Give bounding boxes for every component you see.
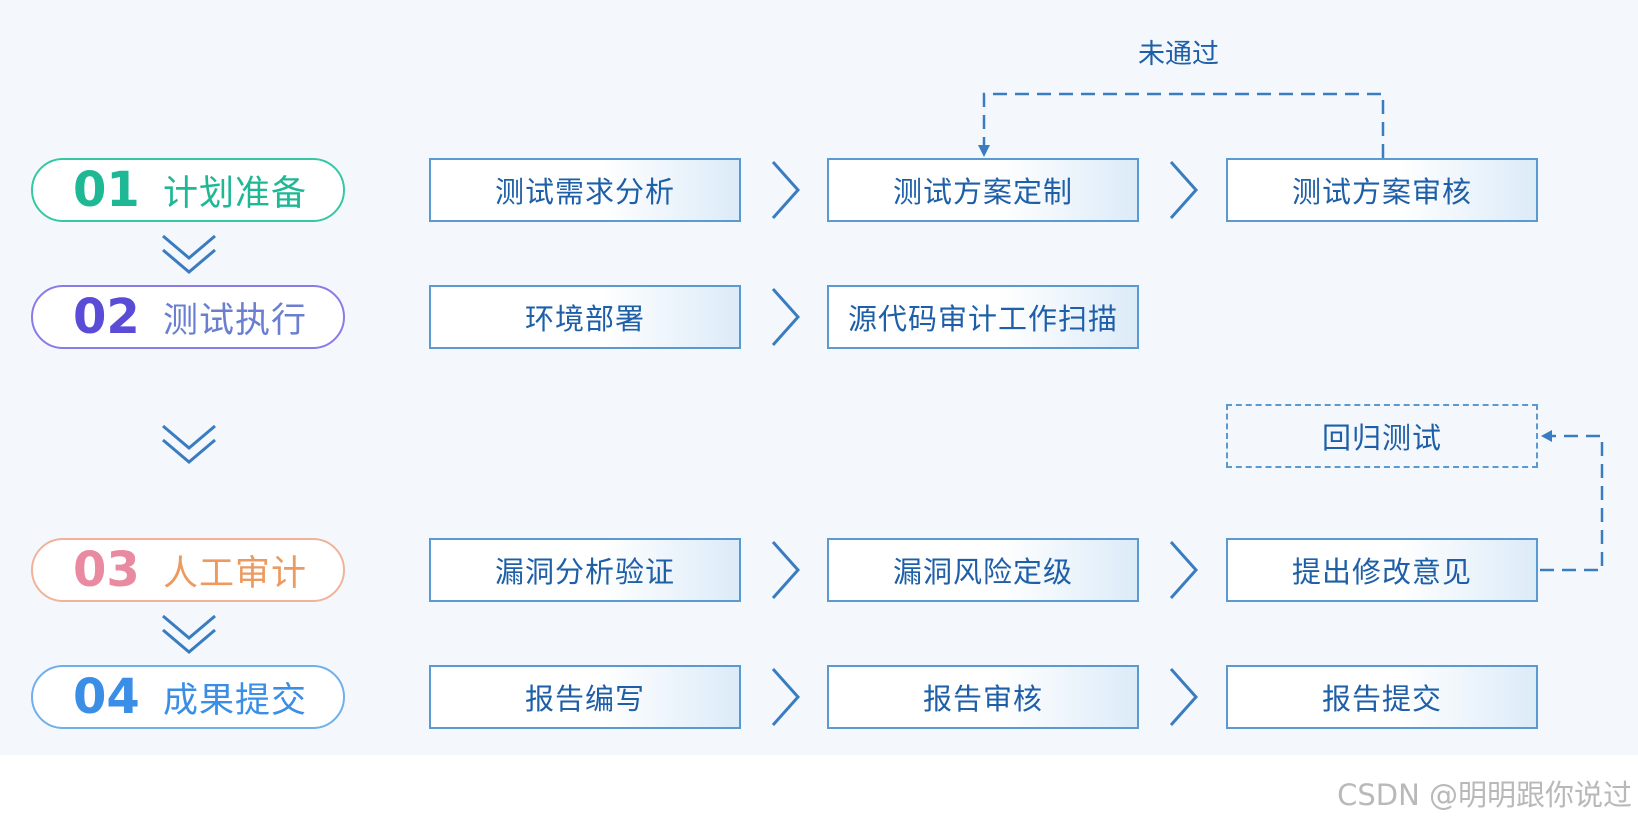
phase-name: 计划准备: [163, 173, 308, 214]
step-box: 报告提交: [1226, 665, 1538, 729]
arrow-left-icon: [1541, 430, 1552, 442]
step-box: 测试需求分析: [429, 158, 741, 222]
diagram-background: [0, 0, 1638, 755]
regression-test-box: 回归测试: [1226, 404, 1538, 468]
regression-loop-line: [1540, 434, 1604, 572]
chevron-right-icon: [771, 668, 801, 726]
chevron-right-icon: [1169, 541, 1199, 599]
step-box: 源代码审计工作扫描: [827, 285, 1139, 349]
chevron-right-icon: [771, 161, 801, 219]
phase-name: 测试执行: [163, 300, 308, 341]
double-chevron-down-icon: [162, 614, 216, 654]
step-box: 报告编写: [429, 665, 741, 729]
phase-pill-03: 03 人工审计: [31, 538, 345, 602]
phase-pill-02: 02 测试执行: [31, 285, 345, 349]
phase-pill-04: 04 成果提交: [31, 665, 345, 729]
step-box: 测试方案审核: [1226, 158, 1538, 222]
not-passed-loop-line: [982, 92, 1385, 158]
watermark: CSDN @明明跟你说过: [1337, 778, 1632, 812]
step-box: 报告审核: [827, 665, 1139, 729]
step-box: 环境部署: [429, 285, 741, 349]
chevron-right-icon: [771, 288, 801, 346]
phase-number: 04: [73, 669, 140, 725]
step-box: 漏洞分析验证: [429, 538, 741, 602]
phase-name: 成果提交: [163, 680, 308, 721]
step-box: 提出修改意见: [1226, 538, 1538, 602]
step-box: 漏洞风险定级: [827, 538, 1139, 602]
chevron-right-icon: [1169, 161, 1199, 219]
phase-pill-01: 01 计划准备: [31, 158, 345, 222]
step-box: 测试方案定制: [827, 158, 1139, 222]
double-chevron-down-icon: [162, 234, 216, 274]
arrow-down-icon: [978, 145, 990, 157]
phase-name: 人工审计: [163, 553, 308, 594]
phase-number: 02: [73, 289, 140, 345]
chevron-right-icon: [771, 541, 801, 599]
phase-number: 01: [73, 162, 140, 218]
double-chevron-down-icon: [162, 424, 216, 464]
phase-number: 03: [73, 542, 140, 598]
not-passed-label: 未通过: [1138, 39, 1219, 70]
chevron-right-icon: [1169, 668, 1199, 726]
